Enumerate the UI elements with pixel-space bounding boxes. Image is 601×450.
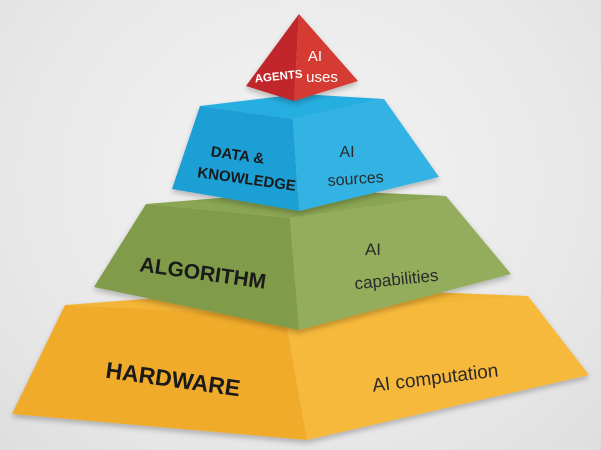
data-side-label-1: AI — [339, 144, 354, 161]
algorithm-side-label-1: AI — [365, 240, 381, 259]
agents-side-label-1: AI — [308, 48, 322, 65]
agents-front-label: AGENTS — [254, 69, 303, 86]
tier-hardware-side — [285, 296, 589, 440]
tier-algorithm-front — [94, 204, 299, 330]
tier-agents-front — [246, 14, 299, 101]
tier-data-top — [200, 94, 384, 119]
tier-data-front — [172, 106, 299, 211]
tier-data-knowledge — [172, 94, 439, 211]
tier-algorithm-side — [290, 196, 511, 330]
tier-hardware-front — [12, 305, 307, 440]
tier-agents — [246, 14, 358, 101]
agents-side-label-2: uses — [306, 69, 338, 86]
data-side-label-2: sources — [327, 169, 384, 190]
tier-agents-side — [294, 14, 358, 101]
tier-data-side — [293, 99, 439, 211]
